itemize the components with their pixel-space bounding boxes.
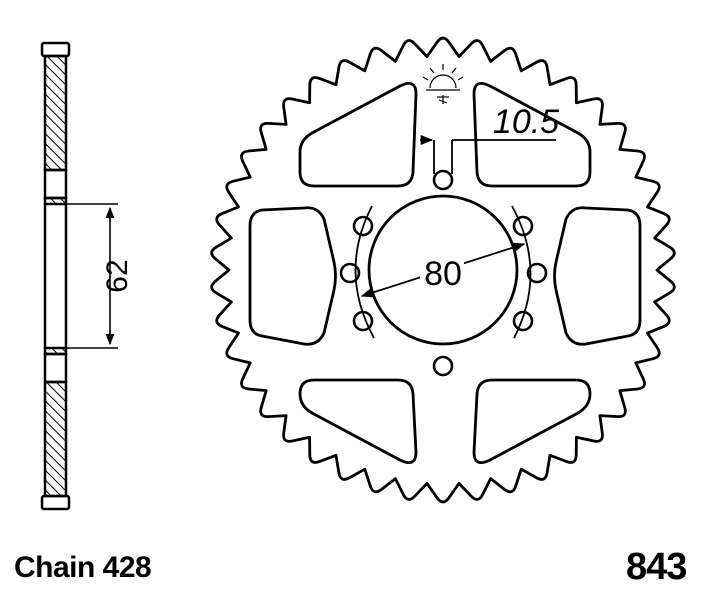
cutout-right <box>553 206 642 346</box>
profile-cap-bottom <box>40 494 71 511</box>
hub-dimension-label-bg <box>420 252 464 288</box>
profile-hatch-bottom <box>43 380 68 498</box>
profile-hub-inner-top <box>43 196 68 206</box>
bolt-arc-left <box>354 205 375 339</box>
cutout-bottom-right <box>472 378 592 465</box>
sun-logo-arc <box>429 74 457 89</box>
bolt-arc-right <box>511 205 532 339</box>
bolt-dimension <box>420 134 556 174</box>
bolt-circle-marks <box>354 205 532 339</box>
bolt-hole-mid-left <box>339 262 361 284</box>
bolt-hole-top <box>432 169 454 191</box>
sprocket-front-view: 80 10.5 <box>210 36 676 504</box>
cutout-bottom-left <box>298 378 418 465</box>
side-profile-view <box>40 41 71 511</box>
profile-cap-top <box>40 41 71 58</box>
chain-size-label: Chain 428 <box>14 551 152 584</box>
bolt-hole-mid-right <box>526 262 548 284</box>
bolt-hole-lower-right <box>512 310 534 332</box>
cutout-left <box>248 206 337 346</box>
profile-hub-top <box>43 168 68 200</box>
bolt-hole-upper-left <box>352 215 374 237</box>
profile-hub-bottom <box>43 352 68 384</box>
sun-logo <box>422 64 464 104</box>
bolt-hole-upper-right <box>512 215 534 237</box>
part-number-label: 843 <box>626 546 687 588</box>
lightening-cutouts <box>248 81 642 465</box>
cutout-top-left <box>298 81 418 188</box>
bolt-hole-bottom <box>432 355 454 377</box>
profile-dimension-label: 62 <box>101 259 134 292</box>
cutout-top-right <box>472 81 592 188</box>
bolt-dimension-label: 10.5 <box>493 103 559 141</box>
sprocket-tooth-outline <box>210 36 676 504</box>
hub-dimension-label: 80 <box>424 255 462 293</box>
profile-hatch-top <box>43 54 68 172</box>
bolt-holes <box>339 169 548 377</box>
profile-dimension <box>66 203 118 349</box>
